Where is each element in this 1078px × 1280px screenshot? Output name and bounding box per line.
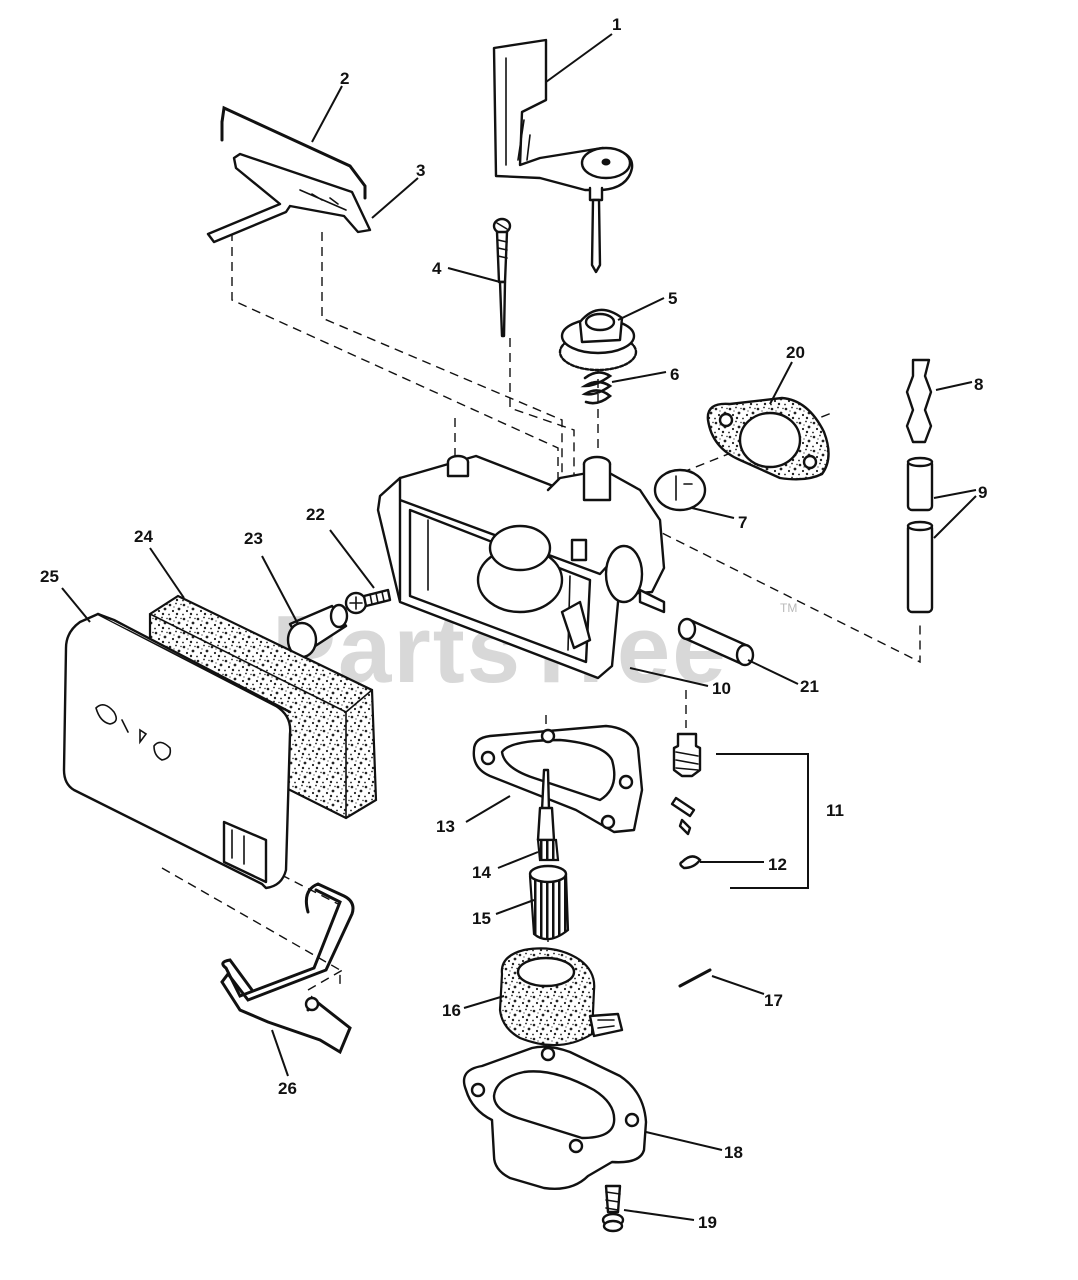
part-mounting-gasket <box>706 396 830 481</box>
callout-15: 15 <box>472 909 491 928</box>
callout-23: 23 <box>244 529 263 548</box>
part-float <box>498 947 624 1047</box>
part-throttle-knob <box>558 308 638 372</box>
callout-12: 12 <box>768 855 787 874</box>
callout-11: 11 <box>826 801 844 820</box>
callout-18: 18 <box>724 1143 743 1162</box>
watermark-trademark: TM <box>780 601 797 615</box>
callout-14: 14 <box>472 863 491 882</box>
part-carburetor-body <box>376 454 666 680</box>
part-clip <box>679 855 702 870</box>
callout-19: 19 <box>698 1213 717 1232</box>
part-inlet-needle-kit <box>670 732 809 889</box>
part-spring <box>580 371 613 405</box>
part-bowl-gasket <box>472 724 644 834</box>
part-hose-barb <box>905 358 933 444</box>
part-choke-link <box>220 105 367 200</box>
callout-25: 25 <box>40 567 59 586</box>
callout-9: 9 <box>978 483 987 502</box>
part-choke-plate <box>492 38 634 274</box>
part-float-bowl <box>462 1045 648 1190</box>
part-pickup-tube <box>536 768 560 862</box>
callout-20: 20 <box>786 343 805 362</box>
callout-21: 21 <box>800 677 819 696</box>
part-spacer <box>286 603 349 659</box>
part-screw <box>344 588 392 615</box>
callout-10: 10 <box>712 679 731 698</box>
part-throttle-lever <box>206 152 372 244</box>
callout-22: 22 <box>306 505 325 524</box>
part-fuel-tube <box>906 456 934 614</box>
part-retainer-bail <box>220 882 355 1055</box>
part-hinge-pin <box>678 968 712 988</box>
part-check-ball-plate <box>653 468 707 512</box>
callout-16: 16 <box>442 1001 461 1020</box>
callout-4: 4 <box>432 259 442 278</box>
callout-2: 2 <box>340 69 349 88</box>
part-drain-screw <box>601 1184 625 1233</box>
part-screen <box>528 864 570 941</box>
part-needle-valve <box>492 217 512 338</box>
callout-1: 1 <box>612 15 621 34</box>
callout-17: 17 <box>764 991 783 1010</box>
callout-3: 3 <box>416 161 425 180</box>
callout-8: 8 <box>974 375 983 394</box>
callout-7: 7 <box>738 513 747 532</box>
callout-6: 6 <box>670 365 679 384</box>
callouts: 1 2 3 4 5 6 7 8 9 10 11 12 13 14 15 16 1… <box>40 15 987 1232</box>
leader-lines <box>61 33 977 1221</box>
callout-26: 26 <box>278 1079 297 1098</box>
part-air-cleaner-cover <box>62 612 292 890</box>
callout-24: 24 <box>134 527 153 546</box>
callout-13: 13 <box>436 817 455 836</box>
callout-5: 5 <box>668 289 677 308</box>
